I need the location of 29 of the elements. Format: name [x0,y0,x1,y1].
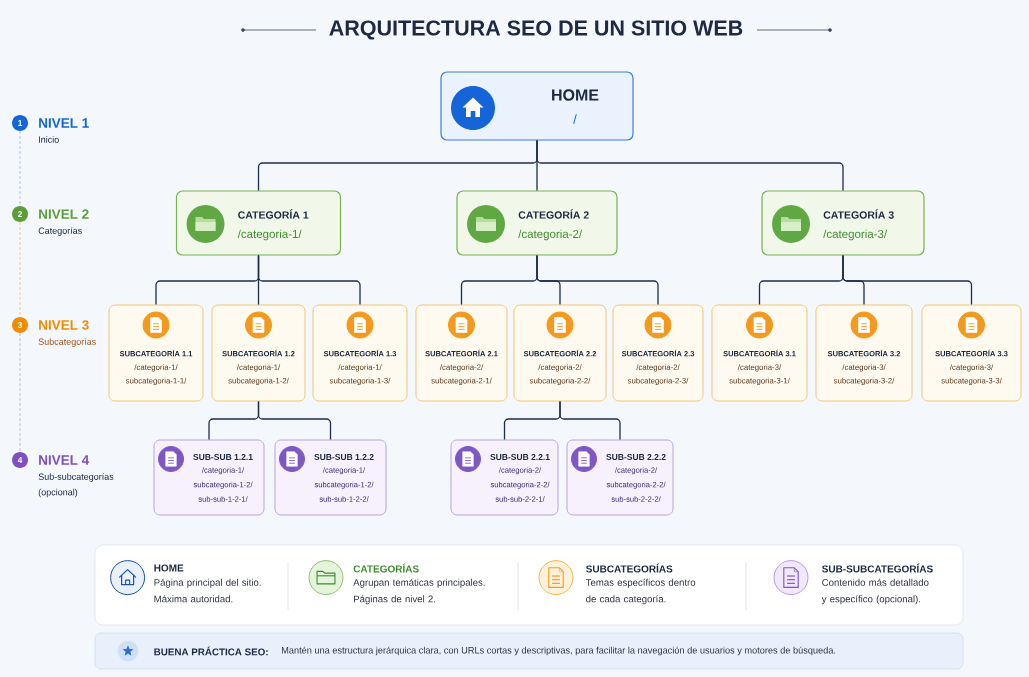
connector [257,400,332,441]
level-description: Inicio [39,136,59,143]
legend-text: Contenido más detallado y específico (opcional). [821,578,929,605]
connector [536,254,659,306]
level-description: Subcategorías [38,338,96,347]
level-title: NIVEL 3 [39,320,89,330]
legend-heading: SUBCATEGORÍAS [586,563,673,573]
level-title: NIVEL 4 [39,455,90,465]
level-title: NIVEL 2 [39,209,89,219]
connector [257,254,361,306]
legend-heading: SUB-SUBCATEGORÍAS [822,563,933,573]
connector [536,139,844,192]
level-badge: 2 [12,206,28,222]
legend-text: Página principal del sitio. Máxima autoridad. [154,578,261,603]
tip-heading: BUENA PRÁCTICA SEO: [154,646,268,656]
legend-text: Temas específicos dentro de cada categoría. [585,578,696,605]
level-description: Sub-subcategorías (opcional) [38,473,114,498]
connector [842,254,973,306]
tip-text: Mantén una estructura jerárquica clara, con URLs cortas y descriptivas, para facilitar la navegación de usuarios y motores de búsqueda. [281,646,836,656]
level-description: Categorías [38,227,82,236]
legend-text: Agrupan temáticas principales. Páginas de nivel 2. [353,578,485,605]
level-badge: 3 [12,317,28,333]
title: ARQUITECTURA SEO DE UN SITIO WEB [329,20,743,40]
legend-heading: CATEGORÍAS [353,563,419,573]
level-title: NIVEL 1 [39,118,89,128]
level-badge: 4 [12,452,28,468]
level-badge: 1 [12,115,28,131]
connector [559,400,621,441]
legend-heading: HOME [154,564,184,572]
